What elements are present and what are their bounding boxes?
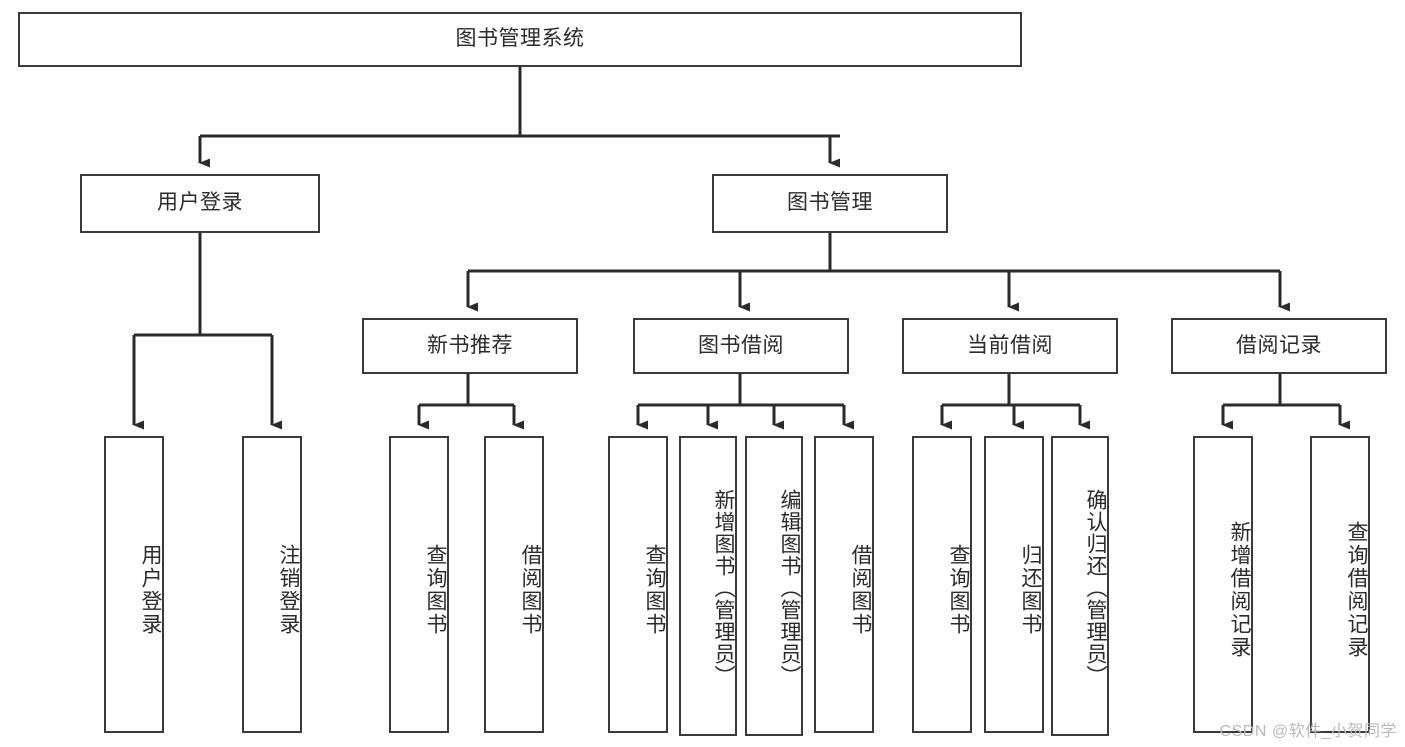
node-borrow-record[interactable]: 借阅记录 [1171, 318, 1387, 374]
node-leaf-query-book-borrow[interactable]: 查询图书 [608, 436, 668, 733]
node-user-login-label: 用户登录 [157, 191, 243, 215]
node-leaf-query-book-current-label: 查询图书 [947, 543, 970, 636]
node-leaf-logout-label: 注销登录 [277, 543, 300, 636]
node-leaf-query-borrow-record[interactable]: 查询借阅记录 [1310, 436, 1370, 733]
node-leaf-add-borrow-record-label: 新增借阅记录 [1228, 520, 1251, 659]
node-book-management[interactable]: 图书管理 [712, 174, 948, 233]
node-leaf-edit-book-admin-label: 编辑图书（管理员） [778, 489, 801, 687]
node-leaf-user-login-label: 用户登录 [139, 543, 162, 636]
node-leaf-return-book-label: 归还图书 [1019, 543, 1042, 636]
node-leaf-confirm-return-admin-label: 确认归还（管理员） [1084, 489, 1107, 687]
node-leaf-query-borrow-record-label: 查询借阅记录 [1345, 520, 1368, 659]
csdn-watermark: CSDN @软件_小贺同学 [1219, 723, 1397, 740]
node-leaf-borrow-book-borrow-label: 借阅图书 [849, 543, 872, 636]
node-current-borrow[interactable]: 当前借阅 [902, 318, 1118, 374]
node-leaf-borrow-book-borrow[interactable]: 借阅图书 [814, 436, 874, 733]
node-leaf-query-book-borrow-label: 查询图书 [643, 543, 666, 636]
node-new-book-recommend[interactable]: 新书推荐 [362, 318, 578, 374]
node-book-management-label: 图书管理 [787, 191, 873, 215]
node-leaf-return-book[interactable]: 归还图书 [984, 436, 1044, 733]
node-root[interactable]: 图书管理系统 [18, 12, 1022, 67]
node-leaf-borrow-book-newbook-label: 借阅图书 [519, 543, 542, 636]
node-leaf-user-login[interactable]: 用户登录 [104, 436, 164, 733]
node-leaf-edit-book-admin[interactable]: 编辑图书（管理员） [745, 436, 803, 736]
node-current-borrow-label: 当前借阅 [967, 333, 1053, 357]
node-leaf-confirm-return-admin[interactable]: 确认归还（管理员） [1051, 436, 1109, 736]
node-leaf-query-book-newbook-label: 查询图书 [424, 543, 447, 636]
node-book-borrow-label: 图书借阅 [698, 333, 784, 357]
node-book-borrow[interactable]: 图书借阅 [633, 318, 849, 374]
node-leaf-add-book-admin[interactable]: 新增图书（管理员） [679, 436, 737, 736]
node-leaf-query-book-newbook[interactable]: 查询图书 [389, 436, 449, 733]
node-leaf-query-book-current[interactable]: 查询图书 [912, 436, 972, 733]
node-root-label: 图书管理系统 [455, 27, 585, 51]
node-leaf-add-borrow-record[interactable]: 新增借阅记录 [1193, 436, 1253, 733]
node-borrow-record-label: 借阅记录 [1236, 333, 1322, 357]
node-leaf-borrow-book-newbook[interactable]: 借阅图书 [484, 436, 544, 733]
node-new-book-recommend-label: 新书推荐 [427, 333, 513, 357]
node-leaf-add-book-admin-label: 新增图书（管理员） [712, 489, 735, 687]
node-user-login[interactable]: 用户登录 [80, 174, 320, 233]
node-leaf-logout[interactable]: 注销登录 [242, 436, 302, 733]
